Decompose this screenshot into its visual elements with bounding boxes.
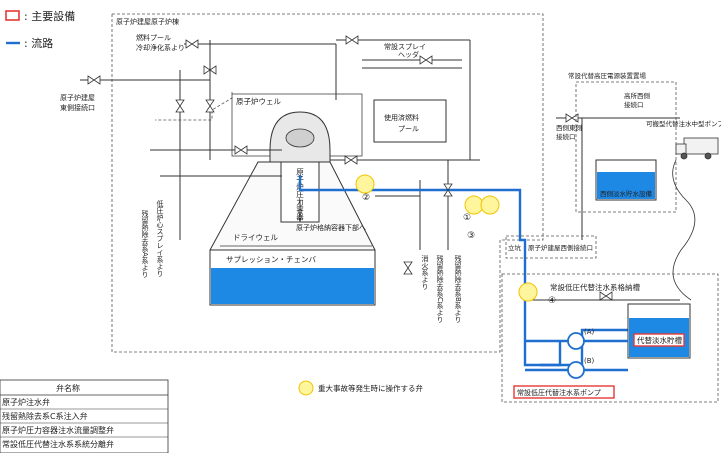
shaft-boundary (505, 235, 597, 259)
spent-fuel-pool-label-2: プール (398, 125, 419, 133)
pump-room-label: 常設低圧代替注水系格納槽 (550, 282, 640, 292)
rhr-c-label: 残留熱除去系C系より (436, 254, 444, 323)
reactor-building-label: 原子炉建屋原子炉棟 (116, 17, 179, 26)
pump-b-icon (567, 361, 585, 379)
valve-3-number: ③ (467, 231, 475, 241)
rpv-label: 原子炉圧力容器 (295, 168, 304, 222)
valve-table-row-3: 原子炉圧力容器注水流量調整弁 (2, 425, 114, 435)
suppression-chamber-label: サプレッション・チェンバ (226, 255, 316, 264)
valve-table-frame (0, 379, 169, 453)
fuel-pool-cooling-label-2: 冷却浄化系より (136, 43, 185, 52)
alt-water-tank-label-box (633, 333, 685, 347)
west-connection-label: 原子炉建屋西側接続口 (528, 243, 593, 252)
pump-room-boundary (501, 273, 719, 403)
pedestal-label: 原子炉格納容器下部へ (296, 223, 366, 232)
valve-4-highlight (518, 282, 538, 302)
truck-icon (675, 137, 719, 160)
east-connection-label-2: 東側接続口 (60, 103, 95, 112)
alt-pump-label: 常設低圧代替注水系ポンプ (517, 388, 601, 397)
valve-2-highlight (355, 174, 375, 194)
spent-fuel-pool (373, 99, 447, 143)
rhr-a-label: 残留熱除去系A系より (141, 209, 149, 278)
alt-water-tank-label: 代替淡水貯槽 (637, 335, 682, 345)
valve-table-row-2: 残留熱除去系C系注入弁 (2, 411, 88, 421)
valve-table-row-1: 原子炉注水弁 (2, 397, 50, 407)
portable-pump-label: 可搬型代替注水中型ポンプ (646, 119, 721, 128)
rhr-b-label: 残留熱除去系B系より (454, 254, 462, 323)
spray-header-label-2: ヘッダ (398, 50, 419, 59)
alt-pump-label-box (513, 385, 615, 399)
pump-a-label: (A) (584, 328, 595, 336)
lpcs-label: 低圧炉心スプレイ系より (156, 199, 164, 277)
suppression-water (211, 268, 374, 304)
pump-b-label: (B) (584, 357, 595, 365)
valve-table-header: 弁名称 (56, 383, 80, 393)
legend-equipment-swatch (5, 10, 20, 21)
valve-1-highlight (464, 195, 484, 215)
legend-flow-label: : 流路 (24, 36, 53, 50)
fuel-pool-cooling-label-1: 燃料プール (136, 33, 171, 42)
valve-symbols (87, 35, 613, 301)
valve-3-highlight (480, 195, 500, 215)
flow-path-main (298, 175, 527, 300)
west-conn-small-label-2: 接続口 (556, 132, 576, 141)
west-water-tank-label: 西側淡水貯水設備 (600, 189, 653, 198)
containment-boundary (155, 92, 233, 121)
spent-fuel-pool-label-1: 使用済燃料 (384, 113, 419, 122)
valve-1-number: ① (463, 213, 471, 223)
reactor-well-label: 原子炉ウェル (236, 96, 281, 106)
operated-valve-legend-label: 重大事故等発生時に操作する弁 (318, 383, 423, 393)
hp-shelter-label: 常設代替高圧電源装置置場 (568, 71, 647, 80)
legend-equipment-label: : 主要設備 (24, 9, 75, 23)
pump-a-icon (567, 332, 585, 350)
shaft-label: 立坑 (508, 243, 522, 252)
valve-2-number: ② (362, 193, 370, 203)
valve-table-row-4: 常設低圧代替注水系系統分離弁 (2, 439, 114, 449)
valve-4-number: ④ (548, 296, 556, 306)
hose-line (672, 159, 696, 301)
drywell-label: ドライウェル (233, 233, 278, 242)
west-water-tank-fill (597, 172, 655, 199)
operated-valve-legend-icon (298, 380, 314, 396)
fire-protection-label: 消火系より (421, 254, 429, 290)
west-conn-small-label-1: 西側東側 (556, 123, 583, 132)
spray-header-label-1: 常設スプレイ (384, 42, 426, 51)
flow-path-pump-b (540, 340, 562, 367)
hp-east-conn-label-1: 高所西側 (624, 91, 651, 100)
hp-east-conn-label-2: 接続口 (624, 100, 644, 109)
reactor-building-boundary (111, 13, 544, 353)
rpv-top (285, 128, 315, 148)
east-connection-label-1: 原子炉建屋 (60, 93, 95, 102)
